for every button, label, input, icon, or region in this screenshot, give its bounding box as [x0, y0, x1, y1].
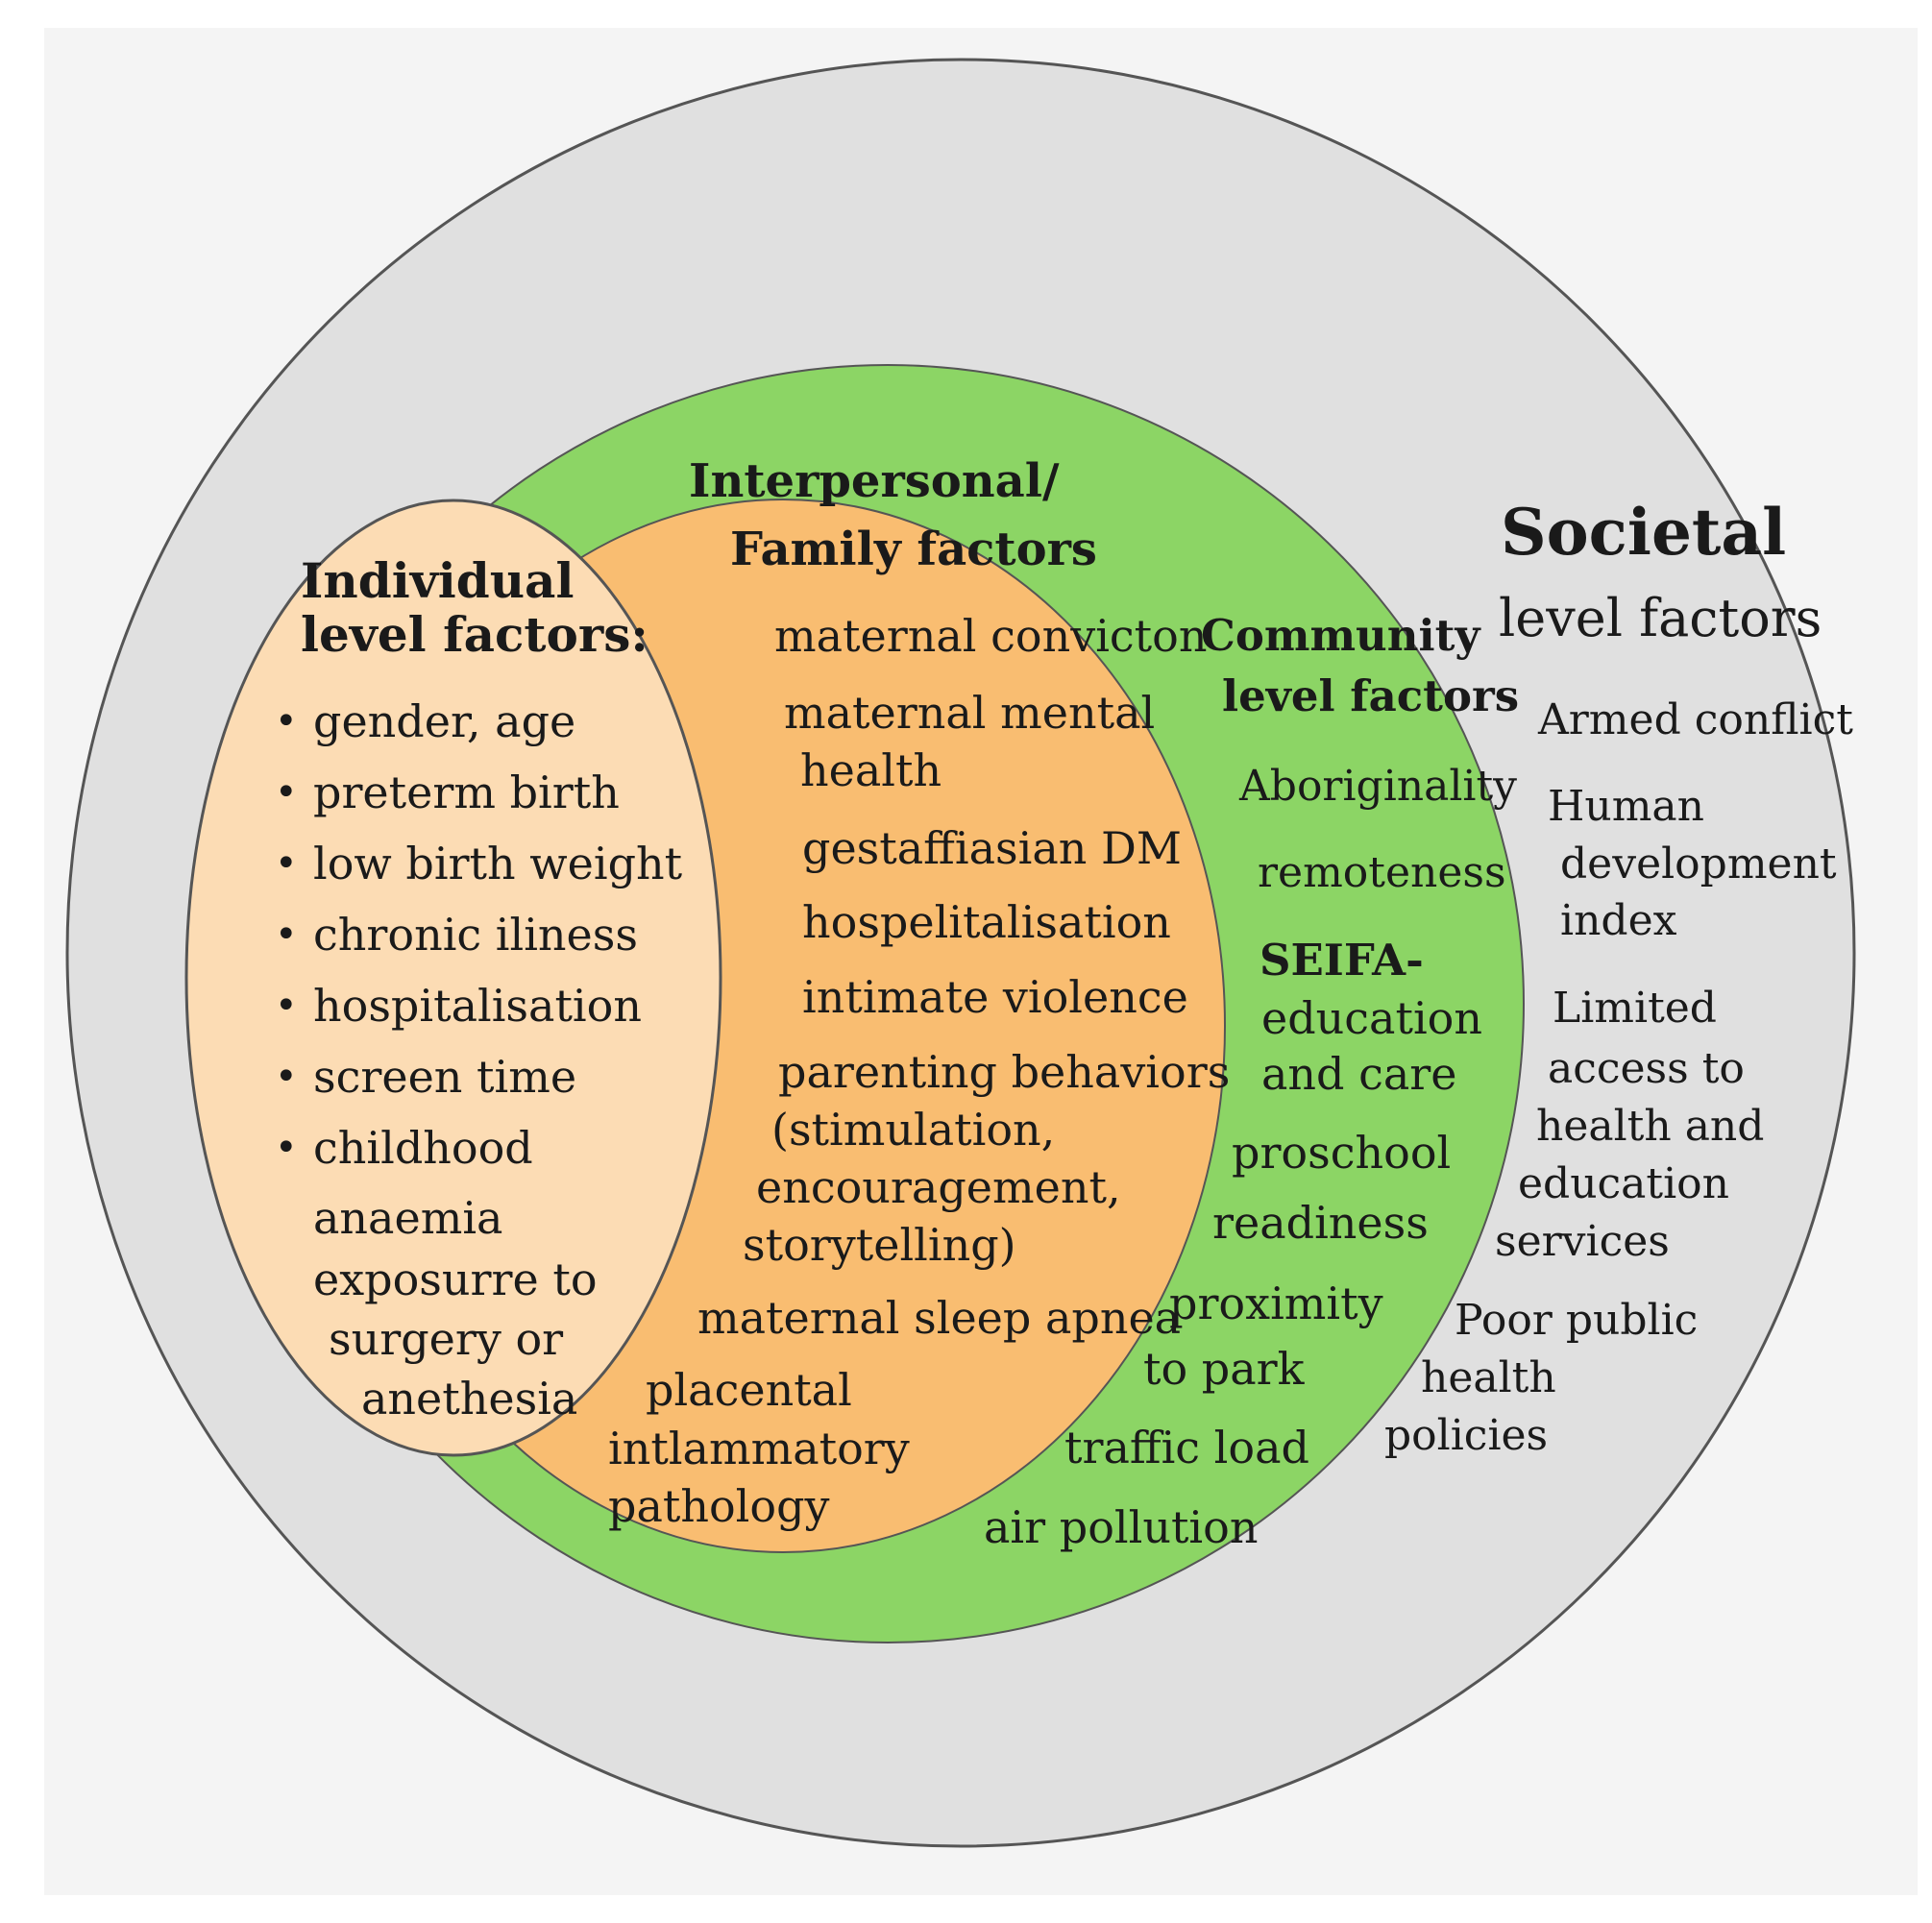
interpersonal-title-line1: Interpersonal/ — [689, 454, 1060, 508]
individual-title-line1: Individual — [301, 552, 575, 609]
interpersonal-item: gestaffiasian DM — [802, 822, 1182, 874]
interpersonal-item: maternal sleep apnea — [697, 1292, 1182, 1344]
societal-item: education — [1518, 1159, 1729, 1208]
list-item: childhood — [275, 1112, 682, 1183]
community-item: education — [1261, 992, 1482, 1044]
interpersonal-item: encouragement, — [756, 1161, 1121, 1213]
list-item: low birth weight — [275, 828, 682, 899]
individual-title: Individual level factors: — [301, 554, 648, 662]
community-item: remoteness — [1258, 848, 1506, 897]
individual-continuation-2: exposurre to — [313, 1254, 598, 1305]
interpersonal-item: parenting behaviors — [778, 1046, 1231, 1098]
list-item: chronic iliness — [275, 899, 682, 970]
list-item: screen time — [275, 1041, 682, 1112]
list-item: hospitalisation — [275, 970, 682, 1041]
interpersonal-item: (stimulation, — [771, 1104, 1056, 1156]
community-item: proximity — [1169, 1278, 1383, 1329]
interpersonal-item: pathology — [608, 1480, 830, 1532]
interpersonal-item: intimate violence — [802, 971, 1188, 1023]
societal-item: index — [1560, 896, 1677, 945]
interpersonal-item: placental — [646, 1364, 852, 1416]
societal-item: services — [1495, 1217, 1670, 1266]
societal-item: Poor public — [1455, 1296, 1699, 1345]
individual-continuation-3: surgery or — [329, 1313, 564, 1365]
societal-item: policies — [1384, 1411, 1549, 1460]
community-item: and care — [1261, 1048, 1457, 1100]
list-item: gender, age — [275, 686, 682, 757]
list-item: preterm birth — [275, 757, 682, 828]
societal-item: access to — [1548, 1044, 1745, 1093]
interpersonal-item: intlammatory — [608, 1423, 910, 1474]
interpersonal-item: hospelitalisation — [802, 896, 1171, 948]
individual-continuation-4: anethesia — [361, 1373, 578, 1424]
interpersonal-item: health — [800, 744, 942, 796]
community-item: Aboriginality — [1239, 762, 1518, 811]
community-item: readiness — [1212, 1197, 1429, 1249]
societal-title-line1: Societal — [1501, 495, 1787, 570]
individual-continuation-1: anaemia — [313, 1192, 503, 1244]
societal-item: development — [1560, 840, 1837, 888]
societal-item: Armed conflict — [1538, 695, 1853, 744]
interpersonal-title-line2: Family factors — [730, 523, 1097, 576]
societal-title-line2: level factors — [1499, 588, 1822, 648]
interpersonal-item: maternal mental — [784, 687, 1156, 739]
community-title-line2: level factors — [1222, 670, 1520, 721]
community-item: traffic load — [1064, 1422, 1309, 1473]
societal-item: Human — [1548, 782, 1705, 831]
community-item: air pollution — [984, 1501, 1259, 1553]
societal-item: health and — [1536, 1102, 1765, 1151]
individual-factor-list: gender, age preterm birth low birth weig… — [275, 686, 682, 1183]
community-item: SEIFA- — [1259, 935, 1424, 986]
community-item: proschool — [1232, 1127, 1452, 1179]
community-title-line1: Community — [1201, 610, 1480, 661]
interpersonal-item: storytelling) — [743, 1219, 1016, 1271]
societal-item: Limited — [1553, 984, 1717, 1033]
individual-title-line2: level factors: — [301, 606, 648, 663]
societal-item: health — [1421, 1353, 1556, 1402]
community-item: to park — [1143, 1343, 1305, 1395]
interpersonal-item: maternal convicton — [774, 610, 1208, 662]
